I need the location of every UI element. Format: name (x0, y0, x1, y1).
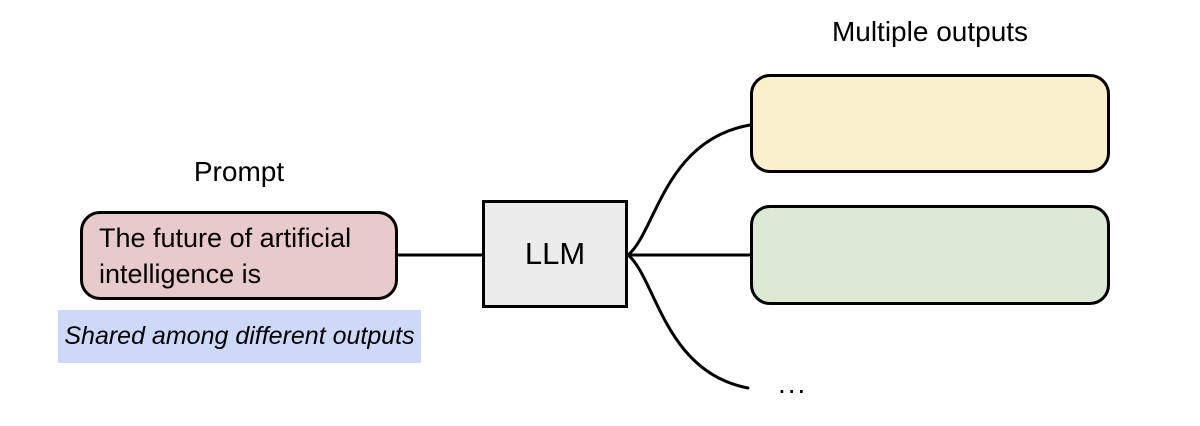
llm-box: LLM (482, 200, 628, 308)
connector-llm-to-more-outputs (626, 253, 750, 390)
more-outputs-ellipsis: ... (778, 368, 808, 399)
prompt-box: The future of artificial intelligence is (80, 211, 398, 300)
connector-llm-to-output-1 (626, 123, 752, 257)
prompt-shared-note: Shared among different outputs (58, 310, 421, 363)
output-box-green (750, 205, 1110, 305)
multiple-outputs-title: Multiple outputs (831, 16, 1029, 47)
prompt-text-line-1: The future of artificial (99, 222, 352, 253)
output-box-yellow (750, 74, 1110, 173)
llm-label: LLM (524, 236, 586, 271)
prompt-text-line-2: intelligence is (99, 258, 262, 289)
prompt-title: Prompt (193, 156, 285, 187)
